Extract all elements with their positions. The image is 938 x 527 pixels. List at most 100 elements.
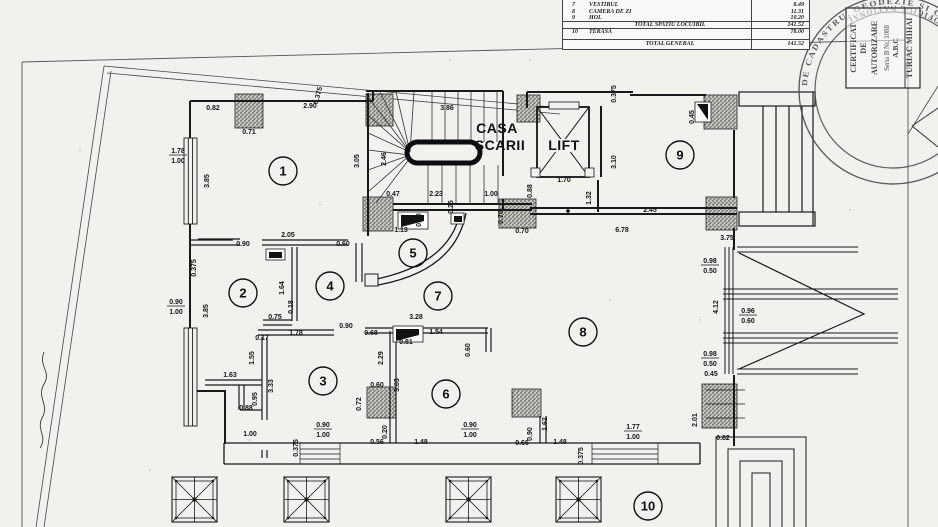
dim-label: 0.88 bbox=[527, 184, 534, 198]
room-number-circle bbox=[268, 156, 298, 186]
dim-label: 0.71 bbox=[242, 129, 256, 136]
stair-handrail bbox=[404, 139, 483, 166]
dim-label: 0.82 bbox=[716, 435, 730, 442]
dim-label: 0.81 bbox=[399, 339, 413, 346]
dim-label: 0.20 bbox=[382, 425, 389, 439]
dim-label: 1.00 bbox=[171, 158, 185, 165]
dim-label: 1.00 bbox=[169, 309, 183, 316]
dim-label: 0.45 bbox=[704, 371, 718, 378]
dim-label: 2.46 bbox=[381, 152, 388, 166]
dim-label: 0.60 bbox=[741, 318, 755, 325]
dim-label: 1.00 bbox=[463, 432, 477, 439]
dim-label: 1.32 bbox=[586, 191, 593, 205]
dim-label: 1.00 bbox=[626, 434, 640, 441]
door-mark-room2 bbox=[269, 252, 282, 258]
dim-label: 0.88 bbox=[239, 405, 253, 412]
dim-label: 0.60 bbox=[465, 343, 472, 357]
room-number-circle bbox=[228, 278, 258, 308]
dim-label: 1.77 bbox=[626, 424, 640, 431]
dim-label: 0.375 bbox=[313, 86, 324, 105]
dim-label: 0.72 bbox=[356, 397, 363, 411]
dim-label: 0.375 bbox=[611, 85, 618, 103]
dim-label: 0.25 bbox=[448, 200, 455, 214]
dim-label: 3.03 bbox=[394, 378, 401, 392]
table-row: 9 HOL 10.20 bbox=[563, 14, 809, 22]
certificate-stamp-line: DE bbox=[859, 42, 868, 53]
dim-label: 1.00 bbox=[243, 431, 257, 438]
row-number: 9 bbox=[572, 14, 575, 21]
sheet-border bbox=[21, 39, 938, 527]
dim-label: 1.63 bbox=[223, 372, 237, 379]
room-number: 7 bbox=[434, 289, 441, 304]
dim-label: 1.78 bbox=[289, 330, 303, 337]
dim-label: 0.45 bbox=[689, 110, 696, 124]
dim-label: 0.375 bbox=[578, 447, 585, 465]
dim-label: 0.95 bbox=[252, 392, 259, 406]
handwritten-mark bbox=[39, 351, 47, 449]
terrace-steps-bottom-right bbox=[706, 389, 807, 527]
dim-label: 0.17 bbox=[255, 335, 269, 342]
dim-label: 2.90 bbox=[303, 103, 317, 110]
dim-label: 2.05 bbox=[281, 232, 295, 239]
dim-label: 0.82 bbox=[206, 105, 220, 112]
door-mark-hall bbox=[454, 216, 462, 222]
total-general-value: 141.52 bbox=[751, 40, 809, 50]
dim-label: 0.98 bbox=[703, 351, 717, 358]
room-number: 3 bbox=[319, 374, 326, 389]
exterior-stairs-top-right bbox=[738, 91, 816, 227]
dim-label: 0.96 bbox=[741, 308, 755, 315]
dim-label: 3.28 bbox=[409, 314, 423, 321]
table-row: 6 BUCATARIE 11.37 bbox=[563, 0, 809, 3]
room-name: BUCATARIE bbox=[589, 0, 751, 2]
table-row: 7 VESTIBUL 8.49 bbox=[563, 2, 809, 9]
dim-label: 0.90 bbox=[169, 299, 183, 306]
total-general-row: TOTAL GENERAL 141.52 bbox=[563, 39, 809, 50]
room-number-circle bbox=[568, 317, 598, 347]
dim-label: 0.70 bbox=[515, 228, 529, 235]
dim-label: 0.375 bbox=[191, 259, 198, 277]
room-number: 10 bbox=[641, 499, 655, 514]
dim-label: 1.62 bbox=[542, 417, 549, 431]
dim-label: 1.00 bbox=[316, 432, 330, 439]
balcony-railing bbox=[723, 246, 898, 375]
dim-label: 3.33 bbox=[268, 379, 275, 393]
certificate-stamp-line: AUTORIZARE bbox=[870, 21, 879, 75]
room-number: 5 bbox=[409, 246, 416, 261]
room-number: 6 bbox=[442, 387, 449, 402]
dim-label: 1.13 bbox=[394, 227, 408, 234]
bottom-terrace-strip bbox=[223, 442, 701, 465]
dim-label: 0.18 bbox=[288, 300, 295, 314]
dim-label: 2.01 bbox=[692, 413, 699, 427]
room-number: 9 bbox=[676, 148, 683, 163]
room-area: 11.31 bbox=[751, 8, 809, 15]
dim-label: 3.75 bbox=[720, 235, 734, 242]
exterior-walls bbox=[189, 90, 737, 446]
row-number: 6 bbox=[563, 0, 589, 2]
door-swing-top-right bbox=[697, 104, 708, 120]
room-area: 10.20 bbox=[751, 14, 809, 22]
dim-label: 0.50 bbox=[703, 268, 717, 275]
room-number-circle bbox=[633, 491, 663, 521]
door-marks bbox=[265, 101, 712, 343]
dim-label: 0.75 bbox=[268, 314, 282, 321]
dim-label: 1.78 bbox=[171, 148, 185, 155]
dim-label: 2.45 bbox=[643, 207, 657, 214]
dim-label: 3.85 bbox=[203, 304, 210, 318]
dim-label: 0.90 bbox=[527, 427, 534, 441]
dim-label: 0.60 bbox=[370, 382, 384, 389]
left-wall-windows bbox=[183, 137, 198, 427]
room-number-circle bbox=[431, 379, 461, 409]
corner-arrow-mark bbox=[911, 107, 938, 148]
dim-label: 0.98 bbox=[703, 258, 717, 265]
table-row: 8 CAMERA DE ZI 11.31 bbox=[563, 8, 809, 15]
room-number-circle bbox=[665, 140, 695, 170]
lift-label: LIFT bbox=[548, 137, 580, 153]
casa-scarii-label-line2: SCARII bbox=[475, 137, 525, 153]
casa-scarii-label-line1: CASA bbox=[476, 120, 518, 136]
ramp-direction-chevron bbox=[738, 252, 866, 370]
dim-label: 3.86 bbox=[440, 105, 454, 112]
room-number-circle bbox=[308, 366, 338, 396]
dim-label: 1.70 bbox=[557, 177, 571, 184]
